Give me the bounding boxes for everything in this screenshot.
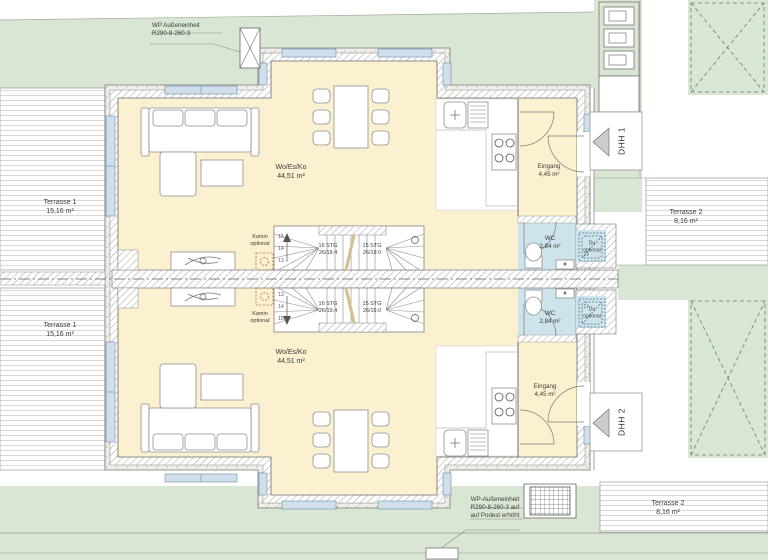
optional-fireplace [255,287,274,306]
entrance-arrow-icon [592,408,610,438]
entrance-marker-dhh1 [589,111,643,171]
kitchen-counter-edge [436,351,518,429]
dashed-outline-square-top-right [690,2,765,93]
drainboard [467,101,489,129]
terrace-1-lower [0,287,106,471]
wp-outdoor-unit-top [150,27,261,69]
optional-fireplace [255,252,274,271]
bin-enclosure [598,1,640,113]
sideboard [170,251,236,271]
staircase-unit2 [273,287,425,333]
optional-shower [578,298,606,328]
entrance-marker-dhh2 [589,392,643,452]
furniture-unit2 [140,287,606,473]
drainboard [467,429,489,457]
wp-outdoor-unit-bottom [425,483,577,560]
windows [105,48,592,510]
terrace-divider-wall [0,271,106,286]
dining-table [333,85,369,149]
optional-shower [578,232,606,262]
terrace-2-upper [645,177,768,266]
doors [519,111,590,445]
sideboard [170,287,236,307]
sofa [140,107,150,157]
terrace-1-upper [0,87,106,271]
dashed-outline-square-bottom-right [690,300,766,456]
kitchen-counter-edge [436,129,518,207]
coffee-table [200,159,244,187]
entrance-arrow-icon [592,127,610,157]
staircase-unit1 [273,225,425,271]
terraces [0,87,768,533]
dining-table [333,409,369,473]
terrace-2-lower [599,481,768,533]
sofa [140,403,150,453]
coffee-table [200,373,244,401]
furniture-unit1 [140,85,606,271]
